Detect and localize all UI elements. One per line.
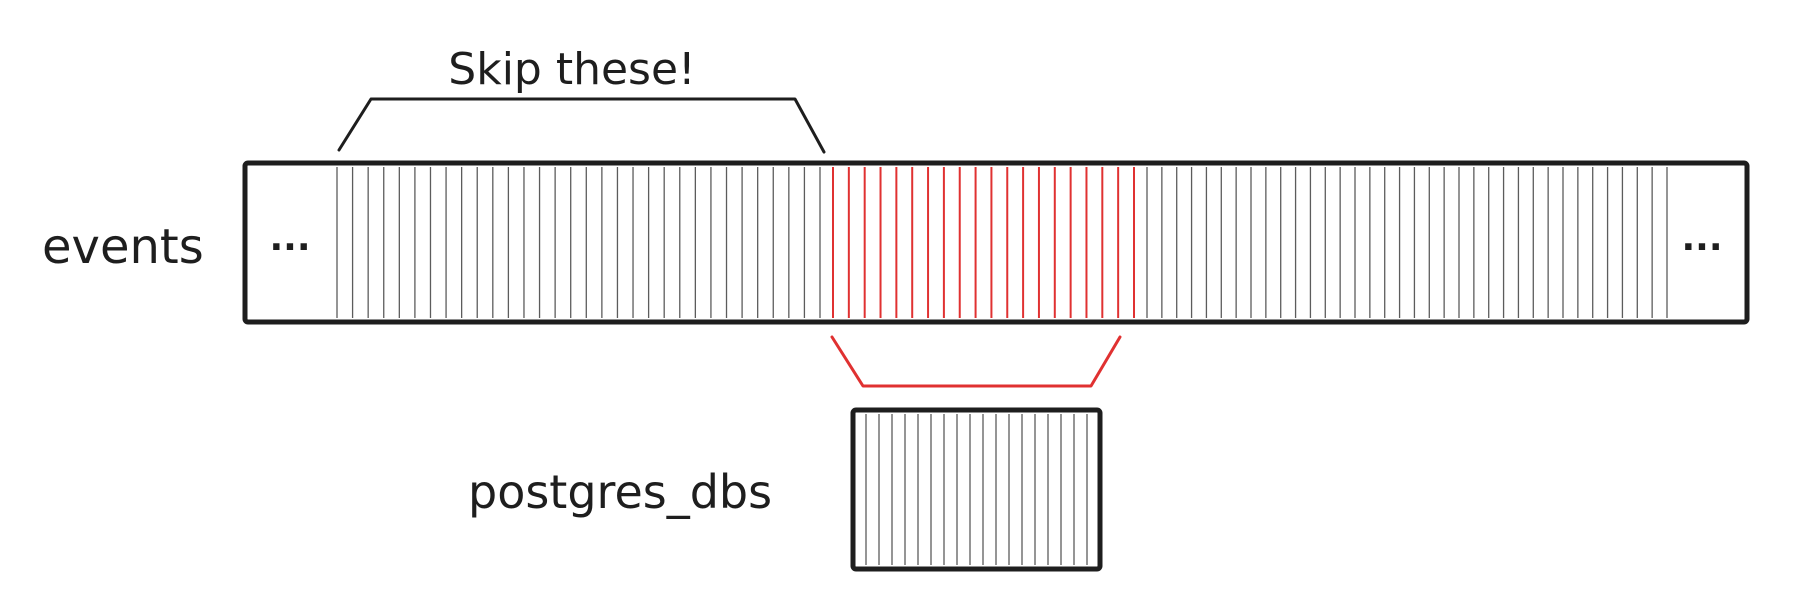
skip-bracket: [337, 97, 826, 154]
postgres-dbs-stripes: [865, 414, 1088, 565]
selection-bracket: [830, 335, 1122, 388]
events-table: [242, 160, 1750, 325]
postgres-dbs-table: [850, 407, 1103, 572]
events-stripes: [336, 167, 1668, 318]
events-left-ellipsis: ...: [269, 218, 310, 259]
events-label: events: [42, 219, 204, 275]
skip-annotation: Skip these!: [448, 44, 695, 95]
events-right-ellipsis: ...: [1681, 218, 1722, 259]
postgres-dbs-label: postgres_dbs: [468, 465, 772, 519]
